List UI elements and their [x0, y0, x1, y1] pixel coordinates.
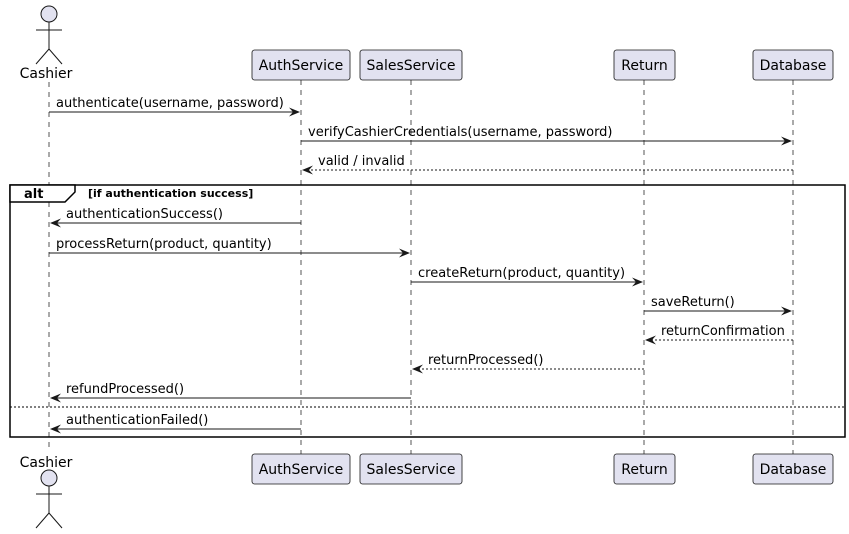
message-label: refundProcessed(): [66, 382, 184, 397]
arrowhead-icon: [399, 248, 410, 258]
participants-bottom: Cashier AuthService SalesService Return Data…: [20, 453, 834, 529]
participant-box: [359, 453, 463, 485]
message-label: authenticate(username, password): [56, 96, 284, 111]
alt-condition: [if authentication success]: [88, 187, 253, 200]
participant-ret-bottom: Return: [613, 453, 676, 485]
participant-auth-bottom: AuthService: [251, 453, 351, 485]
participant-db-bottom: Database: [752, 453, 834, 485]
message-label: verifyCashierCredentials(username, passw…: [308, 125, 613, 140]
message-10: refundProcessed(): [50, 382, 411, 403]
alt-keyword: alt: [24, 187, 43, 202]
message-9: returnProcessed(): [412, 353, 644, 374]
message-label: saveReturn(): [651, 295, 735, 310]
message-label: valid / invalid: [318, 154, 405, 169]
message-6: createReturn(product, quantity): [411, 266, 643, 287]
message-label: authenticationFailed(): [66, 413, 208, 428]
participant-ret-top: Return: [613, 49, 676, 81]
lifelines: [48, 80, 794, 454]
alt-fragment: alt [if authentication success]: [9, 184, 846, 438]
actor-cashier-bottom: Cashier: [20, 455, 73, 529]
participant-box: [359, 49, 463, 81]
messages: authenticate(username, password) verifyCa…: [49, 96, 793, 434]
arrowhead-icon: [50, 424, 61, 434]
message-label: authenticationSuccess(): [66, 207, 223, 222]
participant-label: SalesService: [366, 462, 455, 478]
message-2: verifyCashierCredentials(username, passw…: [301, 125, 792, 146]
arrowhead-icon: [645, 335, 656, 345]
message-label: returnProcessed(): [428, 353, 543, 368]
participant-sales-bottom: SalesService: [359, 453, 463, 485]
participant-box: [613, 453, 676, 485]
arrowhead-icon: [50, 393, 61, 403]
participant-label: AuthService: [259, 462, 344, 478]
participant-label: Return: [621, 462, 667, 478]
arrowhead-icon: [289, 107, 300, 117]
arrowhead-icon: [302, 165, 313, 175]
message-label: processReturn(product, quantity): [56, 237, 272, 252]
actor-cashier-top: Cashier: [20, 5, 73, 82]
arrowhead-icon: [632, 277, 643, 287]
participant-box: [613, 49, 676, 81]
actor-figure-icon: [35, 5, 63, 65]
message-3: valid / invalid: [302, 154, 793, 175]
participant-label: AuthService: [259, 58, 344, 74]
actor-label: Cashier: [20, 455, 73, 471]
participant-label: Return: [621, 58, 667, 74]
message-11: authenticationFailed(): [50, 413, 301, 434]
participant-box: [251, 49, 351, 81]
alt-frame-tab: [9, 184, 76, 203]
participant-sales-top: SalesService: [359, 49, 463, 81]
arrowhead-icon: [412, 364, 423, 374]
arrowhead-icon: [781, 306, 792, 316]
message-4: authenticationSuccess(): [50, 207, 301, 228]
participant-label: Database: [760, 58, 827, 74]
participant-label: SalesService: [366, 58, 455, 74]
message-7: saveReturn(): [644, 295, 792, 316]
actor-label: Cashier: [20, 66, 73, 82]
participant-box: [752, 453, 834, 485]
participant-label: Database: [760, 462, 827, 478]
participant-db-top: Database: [752, 49, 834, 81]
arrowhead-icon: [50, 218, 61, 228]
actor-figure-icon: [35, 469, 63, 529]
participants-top: Cashier AuthService SalesService Return Data…: [20, 5, 834, 82]
participant-auth-top: AuthService: [251, 49, 351, 81]
participant-box: [251, 453, 351, 485]
message-8: returnConfirmation: [645, 324, 793, 345]
message-1: authenticate(username, password): [49, 96, 300, 117]
arrowhead-icon: [781, 136, 792, 146]
alt-frame: [9, 184, 846, 438]
message-label: returnConfirmation: [661, 324, 785, 339]
message-label: createReturn(product, quantity): [418, 266, 625, 281]
participant-box: [752, 49, 834, 81]
message-5: processReturn(product, quantity): [49, 237, 410, 258]
